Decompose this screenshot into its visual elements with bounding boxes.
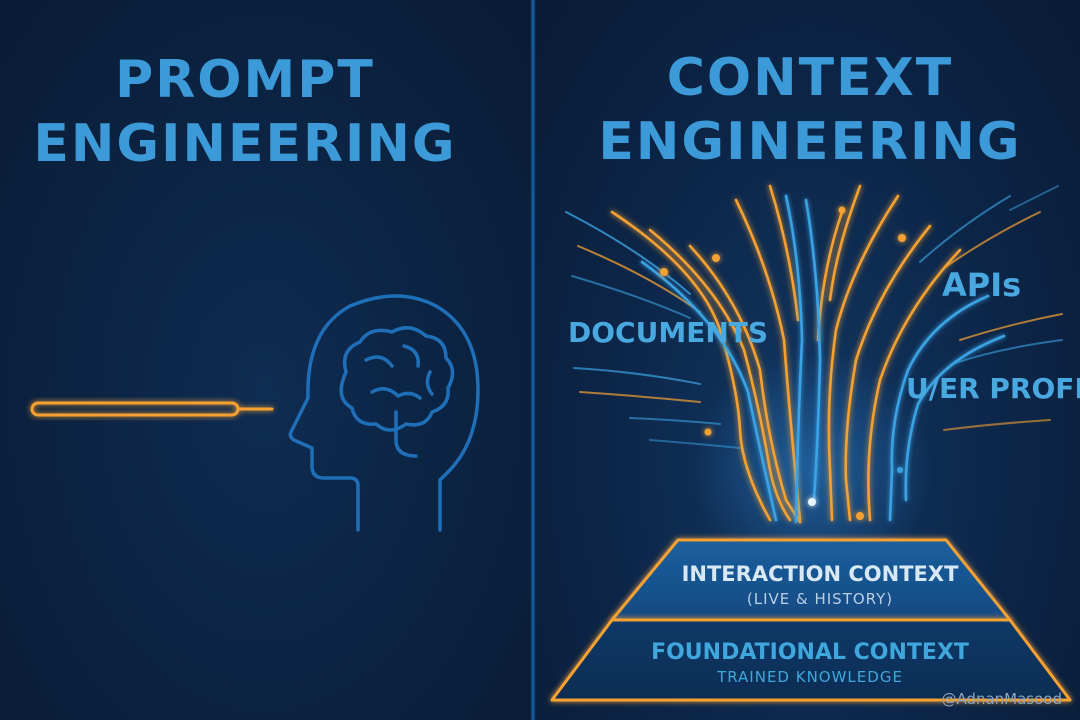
- context-title-line-1: CONTEXT: [666, 48, 954, 108]
- context-title-line-2: ENGINEERING: [598, 112, 1022, 172]
- context-strands-blue: [640, 194, 1006, 524]
- foundational-context-label: FOUNDATIONAL CONTEXT: [651, 640, 969, 665]
- context-strands-orange: [610, 184, 962, 524]
- foundational-context-sublabel: TRAINED KNOWLEDGE: [717, 668, 903, 686]
- panel-divider: [530, 0, 536, 720]
- prompt-engineering-title: PROMPT ENGINEERING: [0, 48, 490, 176]
- prompt-engineering-panel: [0, 0, 530, 720]
- head-brain-icon: [288, 294, 480, 532]
- node-dots: [660, 206, 906, 520]
- documents-label: DOCUMENTS: [568, 316, 769, 349]
- prompt-title-line-1: PROMPT: [115, 50, 375, 110]
- watermark: @AdnanMasood: [941, 690, 1062, 708]
- user-profile-label: U/ER PROFIE: [906, 372, 1080, 405]
- prompt-line-icon: [30, 401, 274, 417]
- pyramid-foundational-tier: [550, 618, 1072, 702]
- interaction-context-sublabel: (LIVE & HISTORY): [746, 590, 894, 608]
- stray-lines-right: [919, 185, 1063, 431]
- apis-label: APIs: [942, 266, 1022, 304]
- context-engineering-title: CONTEXT ENGINEERING: [560, 46, 1060, 174]
- interaction-context-label: INTERACTION CONTEXT: [681, 562, 959, 586]
- prompt-title-line-2: ENGINEERING: [33, 114, 457, 174]
- stray-lines-left: [565, 211, 741, 449]
